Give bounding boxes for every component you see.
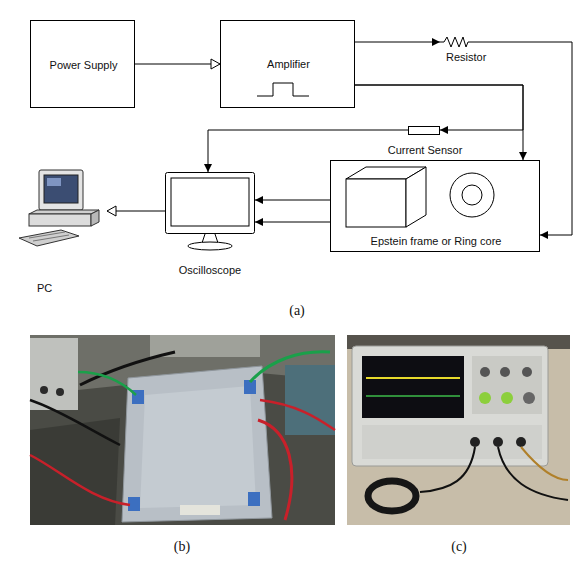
instrument-case	[30, 338, 78, 410]
pc-case-top	[29, 210, 99, 214]
panel-label: (c)	[444, 539, 474, 555]
connector	[472, 42, 572, 235]
node-label: Oscilloscope	[155, 264, 265, 277]
scope-knob	[501, 392, 513, 404]
scope-knob	[500, 367, 510, 377]
label-sticker	[180, 505, 220, 515]
panel-label: (b)	[167, 539, 197, 555]
scope-screen	[362, 356, 464, 418]
bnc-connector	[493, 437, 503, 447]
resistor-symbol: Resistor	[440, 36, 472, 48]
cable	[260, 400, 335, 430]
trace-green	[366, 395, 460, 397]
scope-knob	[523, 392, 535, 404]
node-label: Resistor	[446, 51, 506, 64]
cable	[258, 420, 292, 520]
scope-knob	[522, 367, 532, 377]
device-box: Epstein frame or Ring core	[330, 160, 540, 252]
node-label: Epstein frame or Ring core	[331, 235, 541, 248]
panel-label: (a)	[282, 303, 312, 319]
pc-case-side	[91, 210, 99, 226]
frame-plate	[122, 366, 272, 522]
scope-knob	[480, 367, 490, 377]
terminal-clip	[244, 380, 256, 394]
pc-keys	[29, 232, 65, 238]
pulse-symbol	[257, 83, 309, 96]
resistor-symbol-outline	[440, 36, 472, 48]
cable	[30, 455, 130, 505]
cable	[78, 372, 136, 395]
resistor-zigzag	[440, 37, 472, 47]
cable	[80, 352, 175, 385]
pc-case	[29, 214, 91, 226]
connector	[107, 211, 165, 212]
cable	[521, 447, 568, 480]
instrument-knob	[56, 388, 64, 396]
frame-top	[140, 386, 256, 508]
current-sensor: Current Sensor	[408, 126, 440, 135]
bnc-connector	[516, 437, 526, 447]
ring-core-inner	[462, 185, 482, 205]
connector	[208, 130, 408, 172]
node-label: PC	[37, 282, 77, 295]
monitor-base	[188, 242, 232, 250]
scope-knob	[479, 392, 491, 404]
process-box: Power Supply	[30, 20, 135, 108]
oscilloscope-monitor-outline	[165, 172, 255, 234]
connector	[355, 85, 523, 160]
ring-core-outer	[450, 173, 494, 217]
oscilloscope-photo	[347, 335, 570, 525]
connector	[355, 85, 523, 130]
bnc-connector	[470, 437, 480, 447]
epstein-frame-photo	[30, 335, 335, 525]
amplifier-box: Amplifier	[220, 20, 355, 108]
epstein-frame-side	[406, 167, 426, 227]
pc-screen	[44, 175, 78, 203]
instrument-knob	[40, 386, 48, 394]
scope-body	[352, 346, 548, 466]
photo-background	[30, 335, 335, 525]
connector	[135, 64, 220, 65]
cable	[250, 352, 330, 382]
cable	[420, 447, 475, 492]
epstein-frame-front	[346, 179, 406, 227]
terminal-clip	[248, 492, 260, 506]
cable	[498, 447, 568, 500]
scope-front	[362, 425, 542, 459]
node-label: Amplifier	[221, 58, 356, 71]
pc-monitor	[39, 170, 83, 210]
connector	[255, 200, 330, 201]
control-panel	[472, 356, 542, 414]
node-label: Power Supply	[31, 59, 136, 72]
pc-screen-glare	[47, 178, 61, 186]
node-label: Current Sensor	[365, 144, 485, 157]
connector	[255, 222, 330, 223]
trace-yellow	[366, 377, 460, 379]
pc-keys	[33, 235, 69, 241]
photo-background	[347, 335, 570, 525]
bench-surface	[30, 418, 120, 525]
ring-core	[368, 481, 416, 511]
monitor-frame	[166, 173, 255, 234]
computer-icon-outline	[15, 168, 107, 250]
computer-icon: PC	[15, 168, 107, 250]
oscilloscope-monitor: Oscilloscope	[165, 172, 255, 234]
monitor-screen	[171, 178, 249, 226]
connector	[355, 42, 440, 43]
cable	[30, 400, 120, 445]
pc-keyboard	[19, 230, 79, 246]
